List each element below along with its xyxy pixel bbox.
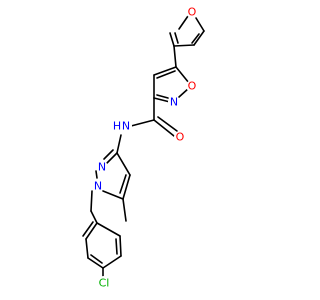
bond [153,119,175,137]
molecule-structure: O O N O N H N N [82,6,205,290]
atom-chlorine: Cl [97,276,111,290]
bond [116,152,131,176]
bond [130,119,155,127]
atom-label-amide-nitrogen: N [122,120,130,133]
atom-amide-oxygen: O [174,131,186,144]
atom-amide-hydrogen: H [113,120,123,133]
atom-pyrazole-nitrogen-2: N [96,161,108,174]
bond [95,170,98,179]
atom-isoxazole-oxygen: O [186,80,198,93]
bond [103,149,114,160]
bond [174,32,179,44]
atom-furan-oxygen: O [186,6,198,19]
bond [115,238,118,255]
atom-label-pyrazole-nitrogen-1: N [94,180,102,193]
bond [119,174,127,194]
bond [102,255,122,269]
atom-pyrazole-nitrogen-1: N [92,180,104,193]
bond [90,190,93,212]
bond [195,17,205,32]
atom-label-pyrazole-nitrogen-2: N [98,161,106,174]
bond [157,116,178,132]
bond [96,222,121,237]
bond [156,94,169,99]
bond [102,190,124,200]
bond [116,134,122,154]
atom-label-isoxazole-nitrogen: N [170,96,178,109]
bond [193,30,205,46]
atom-layer: O O N O N H N N [92,6,198,290]
atom-label-amide-hydrogen: H [113,120,121,133]
atom-label-furan-oxygen: O [188,6,197,19]
bond [173,44,195,47]
bond [153,66,177,76]
bond-layer [82,15,205,277]
bond [85,222,98,240]
atom-isoxazole-nitrogen: N [168,96,180,109]
bond [175,66,190,84]
bond [119,235,122,257]
bond [156,70,176,79]
bond [90,254,103,264]
bond [85,238,89,259]
bond [178,15,189,30]
bond [82,221,94,237]
bond [87,257,104,269]
bond [106,152,118,164]
bond [122,198,127,222]
atom-label-chlorine: Cl [99,277,110,290]
atom-label-amide-oxygen: O [176,131,185,144]
bond [153,97,171,103]
bond [90,210,98,224]
atom-label-isoxazole-oxygen: O [188,80,197,93]
atom-amide-nitrogen: N [120,120,132,133]
bond [169,32,175,47]
bond [191,33,200,44]
bond [122,174,131,200]
bond [173,45,177,68]
